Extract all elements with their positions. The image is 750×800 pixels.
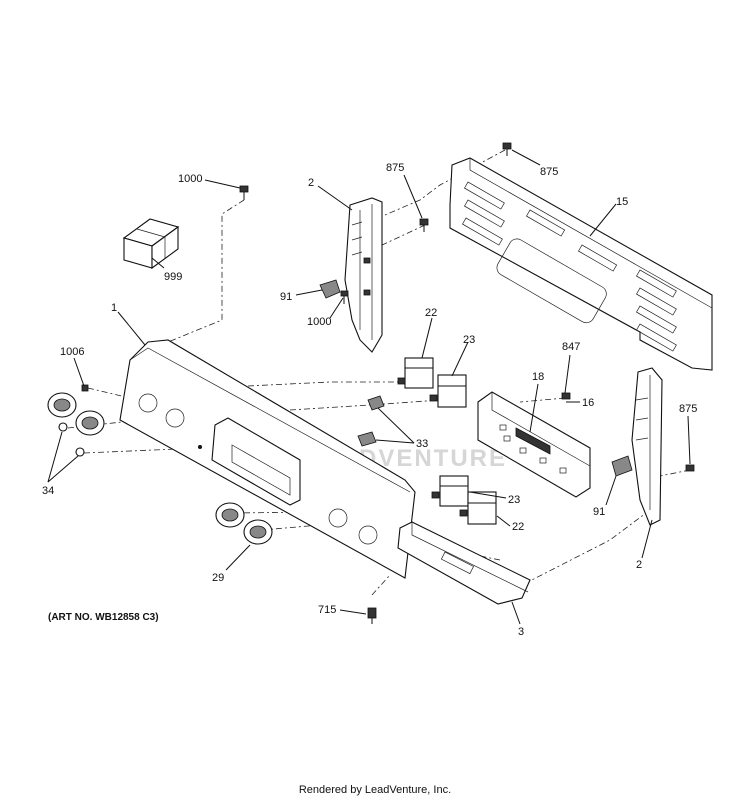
callout-labels: 1000 999 2 875 875 15 91 1000 1 22 23 84… [42,162,697,638]
callout-999[interactable]: 999 [164,271,182,283]
part-1006-screw[interactable] [81,384,89,392]
callout-91-right[interactable]: 91 [593,506,605,518]
part-999-package[interactable] [122,218,180,270]
callout-23-upper[interactable]: 23 [463,334,475,346]
part-22-switch-upper[interactable] [397,357,434,389]
callout-875-right[interactable]: 875 [679,403,697,415]
part-23-switch-upper[interactable] [429,374,467,408]
part-875-screw-upper[interactable] [419,218,429,232]
callout-847[interactable]: 847 [562,341,580,353]
part-1006-knob-set[interactable] [47,392,105,436]
callout-2-left[interactable]: 2 [308,177,314,189]
callout-34[interactable]: 34 [42,485,54,497]
part-18-display[interactable] [515,427,551,455]
callout-2-right[interactable]: 2 [636,559,642,571]
footer-credit: Rendered by LeadVenture, Inc. [298,784,452,796]
callout-875-upper[interactable]: 875 [386,162,404,174]
callout-29[interactable]: 29 [212,572,224,584]
callout-875-top[interactable]: 875 [540,166,558,178]
callout-22-lower[interactable]: 22 [512,521,524,533]
part-1000-screw-top[interactable] [239,185,249,200]
callout-22-upper[interactable]: 22 [425,307,437,319]
callout-1006[interactable]: 1006 [60,346,84,358]
art-number-label: (ART NO. WB12858 C3) [48,612,159,623]
part-2-end-bracket-right[interactable] [631,367,663,526]
part-16-control-board[interactable] [477,391,591,498]
part-91-clip-right[interactable] [611,455,633,477]
part-15-back-panel[interactable] [449,157,713,371]
callout-715[interactable]: 715 [318,604,336,616]
callout-3[interactable]: 3 [518,626,524,638]
part-22-switch-lower[interactable] [459,491,497,525]
callout-18[interactable]: 18 [532,371,544,383]
part-847-screw[interactable] [561,392,571,400]
callout-33[interactable]: 33 [416,438,428,450]
part-875-screw-right[interactable] [685,464,695,472]
part-1000-screw-left[interactable] [340,290,349,304]
callout-1000-left[interactable]: 1000 [307,316,331,328]
part-2-end-bracket-left[interactable] [344,197,383,353]
back-panel-slots [462,181,677,352]
part-3-trim[interactable] [397,521,531,605]
part-29-knob-set[interactable] [215,502,273,545]
part-875-screw-top[interactable] [502,142,512,156]
leader-lines [47,149,691,625]
callout-91-left[interactable]: 91 [280,291,292,303]
part-33-clips[interactable] [357,395,385,447]
callout-15[interactable]: 15 [616,196,628,208]
part-715-screw[interactable] [367,607,377,624]
callout-1[interactable]: 1 [111,302,117,314]
callout-1000-top[interactable]: 1000 [178,173,202,185]
callout-16[interactable]: 16 [582,397,594,409]
part-34-inserts[interactable] [58,422,85,457]
callout-23-lower[interactable]: 23 [508,494,520,506]
part-23-switch-lower[interactable] [431,475,469,507]
part-91-clip-left[interactable] [319,279,341,299]
